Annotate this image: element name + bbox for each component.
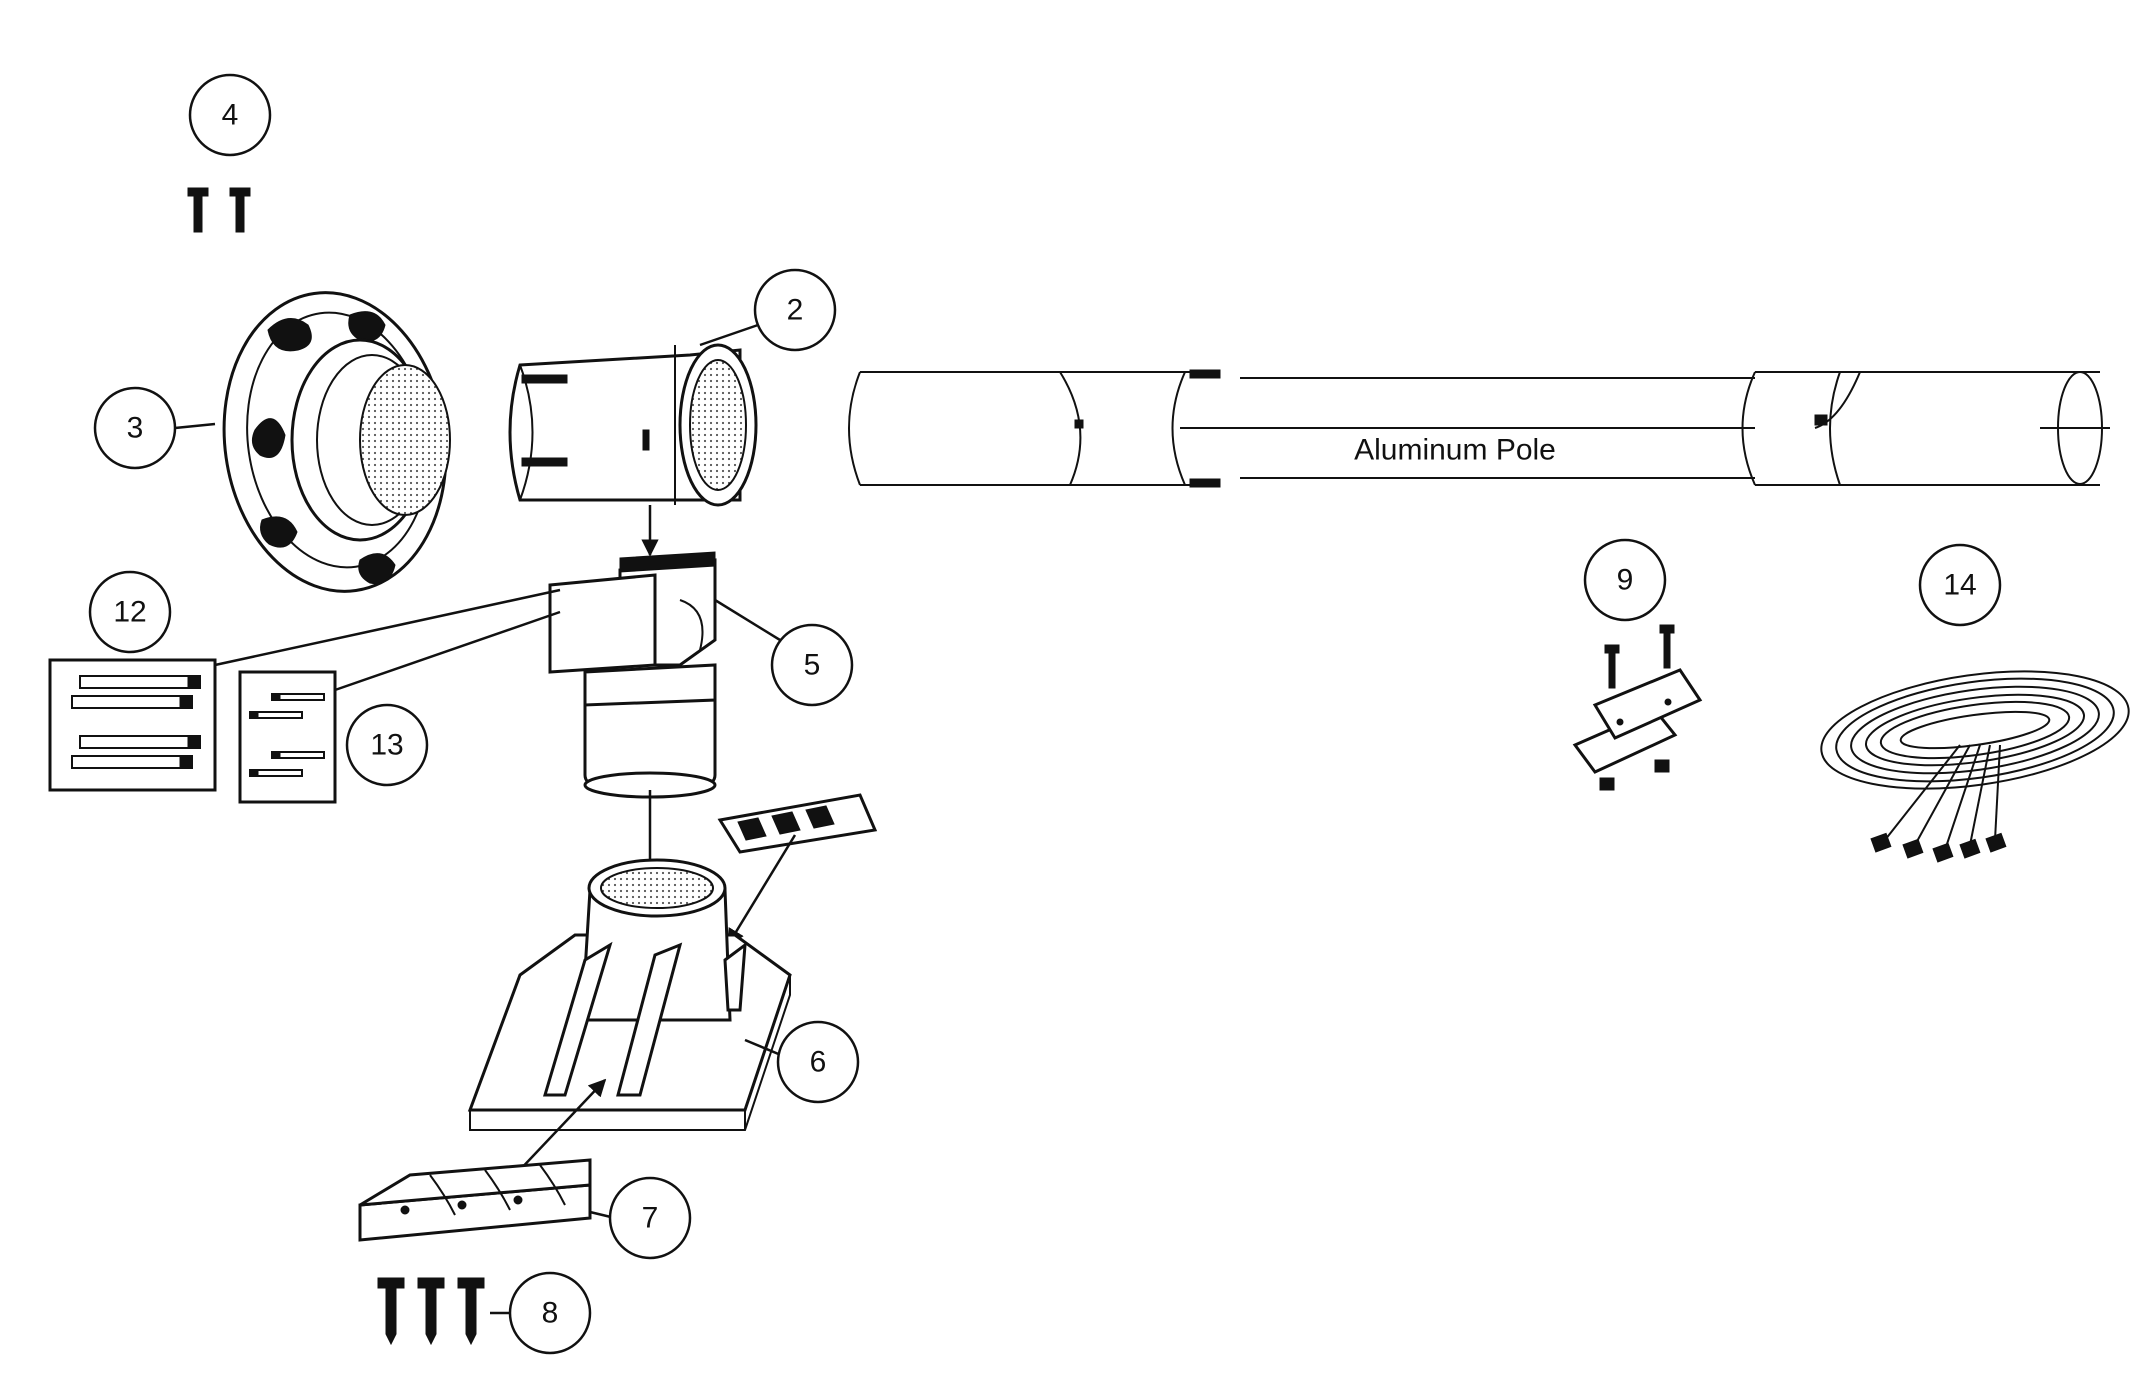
svg-text:4: 4 <box>222 99 239 132</box>
callout-6: 6 <box>776 1020 860 1104</box>
callout-9: 9 <box>1583 538 1667 622</box>
callout-13: 13 <box>345 703 429 787</box>
svg-text:3: 3 <box>127 412 144 445</box>
callout-12: 12 <box>88 570 172 654</box>
cable-coil-part-14 <box>1820 670 2130 863</box>
pins-box-part-13 <box>238 670 337 804</box>
callout-5: 5 <box>770 623 854 707</box>
callout-2: 2 <box>753 268 837 352</box>
svg-text:12: 12 <box>113 596 146 629</box>
leader-12 <box>214 588 561 667</box>
leader-2 <box>699 323 759 347</box>
svg-text:6: 6 <box>810 1046 827 1079</box>
svg-text:8: 8 <box>542 1297 559 1330</box>
svg-text:14: 14 <box>1943 569 1976 602</box>
adapter-part-5 <box>548 551 717 799</box>
wedge-block <box>717 793 878 854</box>
callout-7: 7 <box>608 1176 692 1260</box>
sleeve-part-2 <box>508 343 758 507</box>
bracket-part-9 <box>1572 624 1703 791</box>
svg-text:7: 7 <box>642 1202 659 1235</box>
flange-ring-part-3 <box>222 291 451 593</box>
svg-text:9: 9 <box>1617 564 1634 597</box>
svg-text:5: 5 <box>804 649 821 682</box>
leader-5 <box>714 598 781 642</box>
leader-3 <box>174 422 216 430</box>
screws-part-4 <box>187 187 251 233</box>
callout-4: 4 <box>188 73 272 157</box>
rods-box-part-12 <box>48 658 217 792</box>
aluminum-pole: Aluminum Pole <box>848 369 2110 488</box>
leader-13 <box>334 610 561 692</box>
pole-label: Aluminum Pole <box>1354 434 1556 467</box>
screws-part-8 <box>377 1277 485 1346</box>
callout-8: 8 <box>508 1271 592 1355</box>
svg-text:2: 2 <box>787 294 804 327</box>
callout-3: 3 <box>93 386 177 470</box>
base-part-6 <box>467 858 792 1131</box>
clamp-part-7 <box>358 1158 592 1242</box>
svg-text:13: 13 <box>370 729 403 762</box>
callout-14: 14 <box>1918 543 2002 627</box>
arrow-wedge-to-base <box>726 834 797 947</box>
